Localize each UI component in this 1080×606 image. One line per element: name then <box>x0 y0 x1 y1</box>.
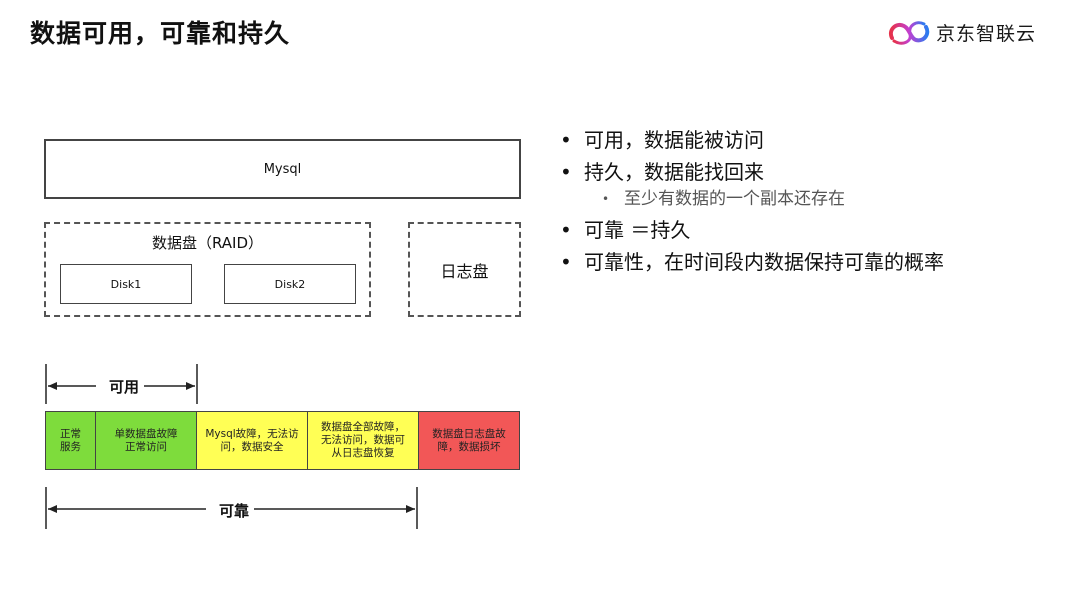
state-mysql-failure: Mysql故障，无法访问，数据安全 <box>196 411 308 470</box>
bullet-item: • 可用，数据能被访问 <box>560 128 980 152</box>
jd-cloud-logo: 京东智联云 <box>886 16 1056 48</box>
jd-cloud-logo-icon <box>889 21 930 45</box>
data-disk-raid-box: 数据盘（RAID） Disk1 Disk2 <box>44 222 371 317</box>
state-text: Mysql故障，无法访问，数据安全 <box>205 427 299 453</box>
data-disk-label: 数据盘（RAID） <box>151 234 264 252</box>
mysql-label: Mysql <box>263 161 302 177</box>
disk2-label: Disk2 <box>274 277 306 291</box>
disk1-label: Disk1 <box>110 277 142 291</box>
disk2-box: Disk2 <box>224 264 356 304</box>
sub-bullet-item: • 至少有数据的一个副本还存在 <box>602 188 980 210</box>
bullet-dot-icon: • <box>560 250 572 274</box>
bullet-item: • 持久，数据能找回来 <box>560 160 980 184</box>
state-all-data-disks-failure: 数据盘全部故障，无法访问，数据可从日志盘恢复 <box>307 411 419 470</box>
bullet-text: 可用，数据能被访问 <box>584 128 764 152</box>
sub-bullet-text: 至少有数据的一个副本还存在 <box>624 189 845 209</box>
state-data-and-log-disk-failure: 数据盘日志盘故障，数据损坏 <box>418 411 520 470</box>
mysql-box: Mysql <box>44 139 521 199</box>
bullet-dot-icon: • <box>560 218 572 242</box>
bullet-text: 持久，数据能找回来 <box>584 160 764 184</box>
availability-label: 可用 <box>108 378 139 396</box>
bullet-item: • 可靠 ＝持久 <box>560 218 980 242</box>
bullet-dot-icon: • <box>560 160 572 184</box>
state-text: 正常服务 <box>60 427 81 453</box>
reliability-label: 可靠 <box>218 502 249 520</box>
state-text: 数据盘全部故障，无法访问，数据可从日志盘恢复 <box>321 421 405 459</box>
reliability-span-arrow <box>45 487 418 529</box>
state-text: 数据盘日志盘故障，数据损坏 <box>432 427 506 453</box>
bullet-text: 可靠 ＝持久 <box>584 218 691 242</box>
sub-bullet-dot-icon: • <box>602 192 610 206</box>
bullet-text: 可靠性，在时间段内数据保持可靠的概率 <box>584 250 944 274</box>
availability-span-arrow <box>45 364 198 404</box>
logo-text: 京东智联云 <box>936 23 1037 45</box>
bullet-item: • 可靠性，在时间段内数据保持可靠的概率 <box>560 250 980 274</box>
log-disk-box: 日志盘 <box>408 222 521 317</box>
state-text: 单数据盘故障正常访问 <box>114 427 178 453</box>
state-single-disk-failure: 单数据盘故障正常访问 <box>95 411 197 470</box>
state-normal-service: 正常服务 <box>45 411 96 470</box>
bullet-list: • 可用，数据能被访问 • 持久，数据能找回来 • 至少有数据的一个副本还存在 … <box>560 128 980 282</box>
slide-title: 数据可用，可靠和持久 <box>30 19 291 48</box>
log-disk-label: 日志盘 <box>440 261 489 281</box>
disk1-box: Disk1 <box>60 264 192 304</box>
bullet-dot-icon: • <box>560 128 572 152</box>
